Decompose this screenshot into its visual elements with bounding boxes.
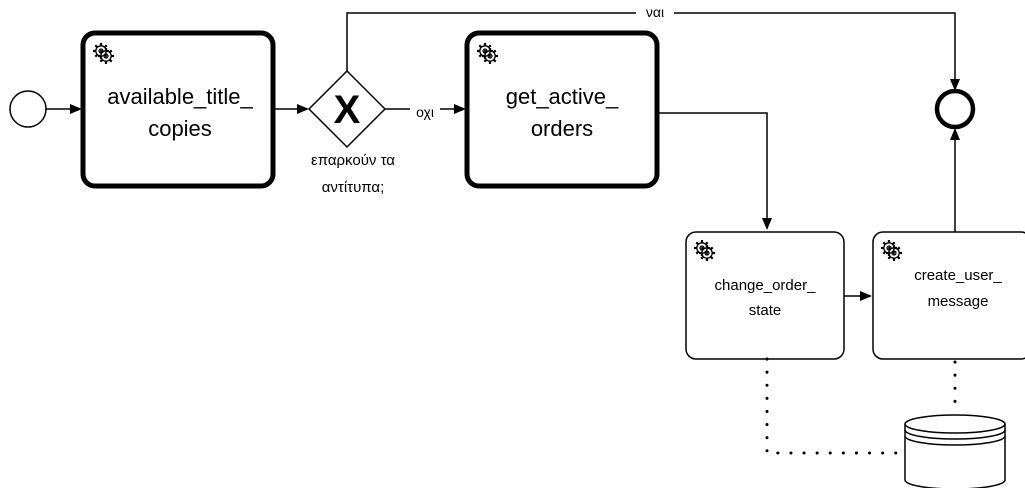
gateway-label: επαρκούν τα — [311, 152, 395, 169]
flow-yes-label: ναι — [646, 4, 664, 20]
task-label: orders — [531, 116, 593, 141]
task-available-title-copies[interactable]: available_title_ copies — [80, 30, 276, 189]
task-label: copies — [148, 116, 212, 141]
data-association-change-state — [765, 357, 905, 455]
start-event — [9, 90, 47, 128]
task-get-active-orders[interactable]: get_active_ orders — [464, 30, 660, 189]
task-label: change_order_ — [715, 277, 817, 294]
task-label: create_user_ — [914, 267, 1002, 284]
end-event — [934, 88, 976, 130]
flow-get-active-to-change-state — [659, 112, 772, 230]
task-create-user-message[interactable]: create_user_ message — [872, 231, 1025, 360]
data-store — [904, 414, 1006, 488]
exclusive-gateway: X επαρκούν τα αντίτυπα; — [307, 69, 395, 196]
task-change-order-state[interactable]: change_order_ state — [685, 231, 845, 360]
task-label: get_active_ — [506, 84, 619, 109]
task-label: message — [928, 293, 989, 310]
gateway-label: αντίτυπα; — [322, 179, 385, 196]
task-label: state — [749, 302, 782, 319]
task-label: available_title_ — [107, 84, 253, 109]
no-label-bg — [410, 103, 440, 117]
flow-no-label: οχι — [416, 104, 434, 120]
gateway-x-symbol: X — [334, 88, 361, 132]
yes-label-bg — [636, 4, 674, 18]
